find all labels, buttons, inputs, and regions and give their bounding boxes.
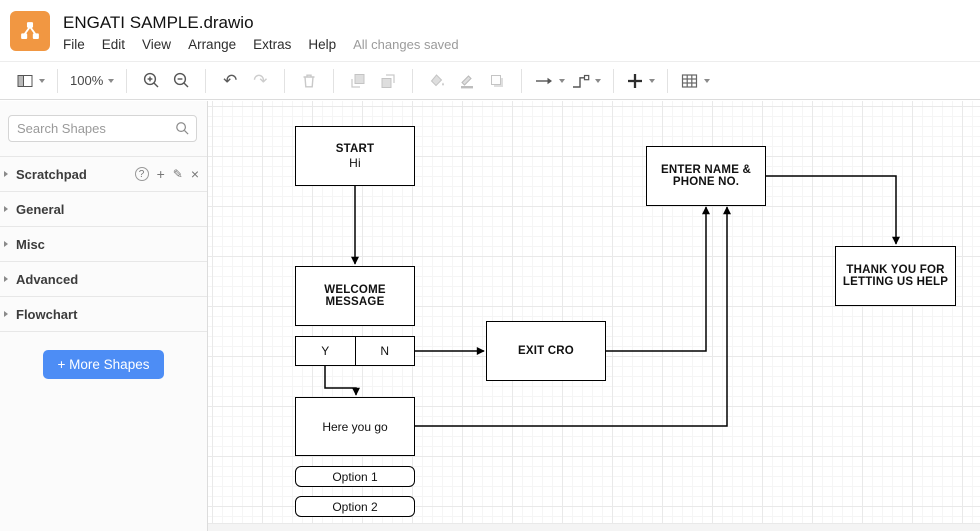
node-yes-cell[interactable]: Y bbox=[321, 344, 330, 358]
insert-icon[interactable] bbox=[626, 68, 656, 94]
toolbar-divider bbox=[126, 68, 128, 93]
format-panel-toggle-icon[interactable] bbox=[16, 68, 45, 94]
menu-arrange[interactable]: Arrange bbox=[188, 36, 237, 52]
save-status: All changes saved bbox=[353, 36, 459, 52]
node-enter-name-phone[interactable]: ENTER NAME & PHONE NO. bbox=[646, 146, 766, 206]
horizontal-scrollbar[interactable] bbox=[208, 523, 980, 531]
more-shapes-button[interactable]: + More Shapes bbox=[42, 350, 165, 379]
chevron-right-icon bbox=[4, 241, 8, 247]
toolbar-divider bbox=[613, 68, 615, 93]
chevron-down-icon bbox=[39, 78, 45, 83]
section-label: Misc bbox=[16, 236, 45, 252]
sidebar-section-flowchart[interactable]: Flowchart bbox=[0, 297, 207, 332]
menu-extras[interactable]: Extras bbox=[253, 36, 292, 52]
scratchpad-help-icon[interactable]: ? bbox=[134, 167, 149, 181]
sidebar-section-general[interactable]: General bbox=[0, 192, 207, 227]
chevron-down-icon bbox=[704, 78, 711, 83]
to-front-icon bbox=[346, 68, 370, 94]
toolbar-divider bbox=[521, 68, 523, 93]
chevron-down-icon bbox=[108, 78, 115, 83]
shapes-sidebar: Scratchpad ? + ✎ × General Misc bbox=[0, 101, 208, 531]
section-label: Advanced bbox=[16, 271, 79, 287]
scratchpad-add-icon[interactable]: + bbox=[156, 166, 165, 182]
node-no-cell[interactable]: N bbox=[354, 337, 415, 365]
zoom-in-icon[interactable] bbox=[139, 68, 163, 94]
menu-view[interactable]: View bbox=[142, 36, 172, 52]
toolbar-divider bbox=[284, 68, 286, 93]
node-thank-you[interactable]: THANK YOU FOR LETTING US HELP bbox=[835, 246, 956, 306]
waypoint-style-icon[interactable] bbox=[571, 68, 602, 94]
node-yes-no[interactable]: Y N bbox=[295, 336, 415, 366]
line-color-icon bbox=[455, 68, 479, 94]
sidebar-section-advanced[interactable]: Advanced bbox=[0, 262, 207, 297]
section-label: General bbox=[16, 201, 65, 217]
fill-color-icon bbox=[425, 68, 449, 94]
node-here-you-go[interactable]: Here you go bbox=[295, 397, 415, 456]
chevron-right-icon bbox=[4, 206, 8, 212]
chevron-down-icon bbox=[595, 78, 602, 83]
node-option-2[interactable]: Option 2 bbox=[295, 496, 415, 517]
search-shapes-input[interactable] bbox=[8, 115, 197, 142]
section-label: Flowchart bbox=[16, 306, 78, 322]
header: ENGATI SAMPLE.drawio File Edit View Arra… bbox=[0, 0, 980, 62]
chevron-right-icon bbox=[4, 276, 8, 282]
undo-icon[interactable]: ↶ bbox=[223, 71, 238, 90]
table-icon[interactable] bbox=[680, 68, 711, 94]
sidebar-section-misc[interactable]: Misc bbox=[0, 227, 207, 262]
toolbar-divider bbox=[205, 68, 207, 93]
search-icon bbox=[175, 121, 190, 141]
edge-hereyougo-to-entername[interactable] bbox=[415, 206, 731, 427]
redo-icon: ↷ bbox=[253, 71, 268, 90]
document-title: ENGATI SAMPLE.drawio bbox=[63, 12, 254, 32]
shadow-icon bbox=[485, 68, 509, 94]
node-exit-cro[interactable]: EXIT CRO bbox=[486, 321, 606, 381]
menu-edit[interactable]: Edit bbox=[101, 36, 126, 52]
chevron-right-icon bbox=[4, 311, 8, 317]
to-back-icon bbox=[376, 68, 400, 94]
edge-entername-to-thankyou[interactable] bbox=[766, 175, 900, 245]
scratchpad-edit-icon[interactable]: ✎ bbox=[172, 167, 183, 181]
connection-arrow-icon[interactable] bbox=[534, 68, 566, 94]
edge-y-to-hereyougo[interactable] bbox=[324, 366, 360, 396]
menu-help[interactable]: Help bbox=[308, 36, 337, 52]
node-option-1[interactable]: Option 1 bbox=[295, 466, 415, 487]
node-start-title: START bbox=[335, 142, 375, 155]
toolbar-divider bbox=[57, 68, 58, 93]
node-start[interactable]: START Hi bbox=[295, 126, 415, 186]
menu-file[interactable]: File bbox=[63, 36, 85, 52]
toolbar-divider bbox=[333, 68, 335, 93]
diagram-canvas[interactable]: START Hi WELCOME MESSAGE Y N EXIT CRO EN… bbox=[208, 101, 980, 531]
toolbar: 100% ↶ ↷ bbox=[0, 62, 980, 100]
scratchpad-close-icon[interactable]: × bbox=[190, 166, 199, 182]
zoom-level: 100% bbox=[70, 73, 104, 88]
connectors-layer bbox=[324, 175, 900, 427]
zoom-out-icon[interactable] bbox=[169, 68, 193, 94]
toolbar-divider bbox=[667, 68, 669, 93]
node-welcome-message[interactable]: WELCOME MESSAGE bbox=[295, 266, 415, 326]
section-label: Scratchpad bbox=[16, 166, 87, 182]
chevron-down-icon bbox=[559, 78, 566, 83]
edge-exitcro-to-entername[interactable] bbox=[606, 206, 710, 352]
sidebar-section-scratchpad[interactable]: Scratchpad ? + ✎ × bbox=[0, 157, 207, 192]
drawio-logo-icon bbox=[10, 10, 50, 51]
node-start-subtitle: Hi bbox=[349, 155, 361, 170]
menubar: File Edit View Arrange Extras Help All c… bbox=[63, 37, 459, 52]
toolbar-divider bbox=[412, 68, 414, 93]
delete-icon bbox=[297, 68, 321, 94]
chevron-right-icon bbox=[4, 171, 8, 177]
chevron-down-icon bbox=[649, 78, 656, 83]
zoom-level-dropdown[interactable]: 100% bbox=[70, 68, 115, 94]
